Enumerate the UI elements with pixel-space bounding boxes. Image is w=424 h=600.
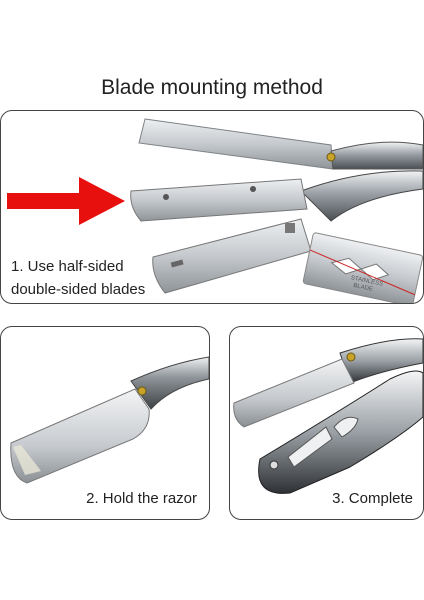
razor-illustration <box>233 338 423 494</box>
razor-illustration <box>10 356 209 484</box>
step-1-caption-line2: double-sided blades <box>11 281 146 298</box>
step-2-caption: 2. Hold the razor <box>86 490 197 507</box>
step-1-caption-line1: 1. Use half-sided <box>11 258 124 275</box>
red-arrow-icon <box>7 177 125 225</box>
step-1-panel: STAINLESS BLADE 1. Use half-sided double… <box>0 110 424 304</box>
page-title: Blade mounting method <box>101 76 323 99</box>
step-3-caption: 3. Complete <box>332 490 413 507</box>
double-edge-blade-illustration: STAINLESS BLADE <box>302 232 423 303</box>
svg-text:BLADE: BLADE <box>353 283 374 293</box>
razor-illustration: STAINLESS BLADE <box>7 118 423 303</box>
step-3-panel: 3. Complete <box>229 326 424 520</box>
step-2-panel: 2. Hold the razor <box>0 326 210 520</box>
